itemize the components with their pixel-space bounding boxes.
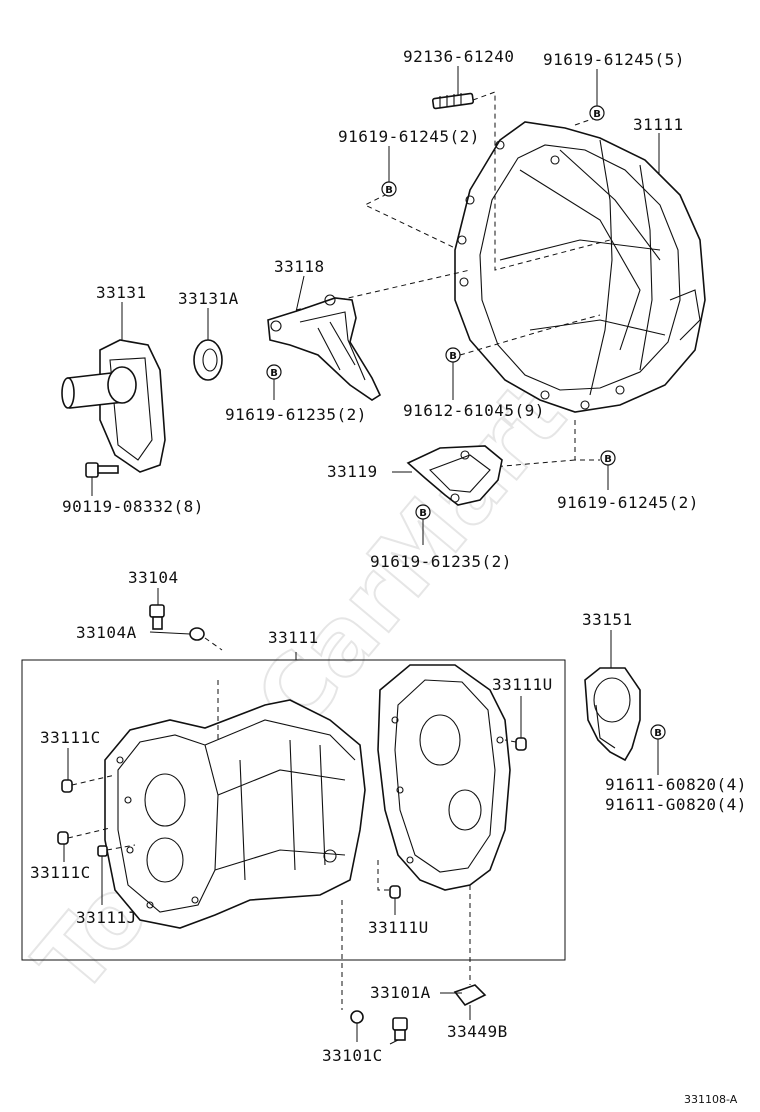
- label-91612-61045-9: 91612-61045(9): [403, 401, 545, 420]
- bolt-symbol: B: [381, 181, 397, 197]
- gasket-33104A: [189, 627, 205, 641]
- plug-33101A: [392, 1017, 408, 1041]
- bolt-symbol: B: [600, 450, 616, 466]
- svg-text:B: B: [270, 368, 278, 379]
- svg-text:B: B: [385, 185, 393, 196]
- label-91619-61245-5: 91619-61245(5): [543, 50, 685, 69]
- label-33111U-lower: 33111U: [368, 918, 429, 937]
- assembly-box: [21, 659, 566, 961]
- pin-33111J: [97, 845, 108, 857]
- bolt-33449B: [453, 984, 487, 1007]
- bolt-symbol: B: [266, 364, 282, 380]
- label-91619-61235-2-upper: 91619-61235(2): [225, 405, 367, 424]
- bracket-33119: [406, 445, 503, 506]
- bolt-symbol: B: [445, 347, 461, 363]
- bolt-symbol: B: [589, 105, 605, 121]
- label-33101A: 33101A: [370, 983, 431, 1002]
- cover-33151: [584, 667, 641, 762]
- label-91611-60820-4: 91611-60820(4): [605, 775, 747, 794]
- label-91619-61235-2-lower: 91619-61235(2): [370, 552, 512, 571]
- label-90119-08332-8: 90119-08332(8): [62, 497, 204, 516]
- bolt-symbol: B: [415, 504, 431, 520]
- label-31111: 31111: [633, 115, 684, 134]
- dowel-33111C-b: [57, 831, 69, 845]
- svg-text:B: B: [593, 109, 601, 120]
- gasket-33101C: [350, 1010, 364, 1024]
- transmission-case-33111: [104, 699, 366, 929]
- svg-text:B: B: [419, 508, 427, 519]
- label-33119: 33119: [327, 462, 378, 481]
- dowel-33111U-a: [515, 737, 527, 751]
- dowel-33111U-b: [389, 885, 401, 899]
- dowel-33111C-a: [61, 779, 73, 793]
- intermediate-plate: [377, 664, 511, 891]
- stud-92136: [431, 92, 475, 110]
- label-33104: 33104: [128, 568, 179, 587]
- svg-text:B: B: [449, 351, 457, 362]
- label-33111: 33111: [268, 628, 319, 647]
- label-92136-61240: 92136-61240: [403, 47, 514, 66]
- label-33151: 33151: [582, 610, 633, 629]
- svg-text:B: B: [604, 454, 612, 465]
- label-33111J: 33111J: [76, 908, 137, 927]
- label-33118: 33118: [274, 257, 325, 276]
- clutch-housing-31111: [454, 121, 706, 413]
- label-91611-G0820-4: 91611-G0820(4): [605, 795, 747, 814]
- bracket-33118: [267, 294, 382, 401]
- label-33104A: 33104A: [76, 623, 137, 642]
- label-91619-61245-2-lower: 91619-61245(2): [557, 493, 699, 512]
- oil-seal-33131A: [193, 339, 223, 381]
- label-33111C-upper: 33111C: [40, 728, 101, 747]
- bolt-90119: [85, 462, 119, 478]
- bolt-symbol: B: [650, 724, 666, 740]
- svg-text:B: B: [654, 728, 662, 739]
- label-33449B: 33449B: [447, 1022, 508, 1041]
- figure-code: 331108-A: [684, 1093, 738, 1106]
- label-33131: 33131: [96, 283, 147, 302]
- label-33111U-upper: 33111U: [492, 675, 553, 694]
- label-33101C: 33101C: [322, 1046, 383, 1065]
- label-33131A: 33131A: [178, 289, 239, 308]
- label-91619-61245-2-upper: 91619-61245(2): [338, 127, 480, 146]
- label-33111C-lower: 33111C: [30, 863, 91, 882]
- plug-33104: [149, 604, 165, 630]
- bearing-retainer-33131: [61, 339, 166, 473]
